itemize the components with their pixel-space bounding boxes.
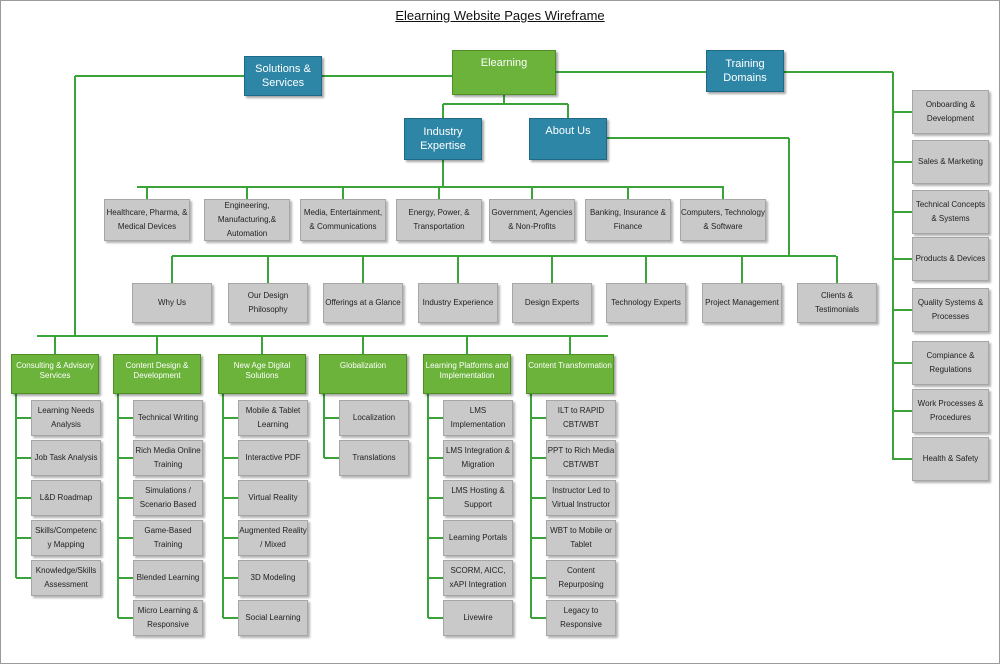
solution-item[interactable]: Legacy to Responsive (546, 600, 616, 636)
about-item[interactable]: Why Us (132, 283, 212, 323)
about-item[interactable]: Clients & Testimonials (797, 283, 877, 323)
solution-section-header[interactable]: Content Design & Development (113, 354, 201, 394)
about-item[interactable]: Design Experts (512, 283, 592, 323)
solution-item[interactable]: LMS Hosting & Support (443, 480, 513, 516)
training-domain-item[interactable]: Compiance & Regulations (912, 341, 989, 385)
solution-item[interactable]: Simulations / Scenario Based (133, 480, 203, 516)
solution-section-header[interactable]: Content Transformation (526, 354, 614, 394)
solution-item[interactable]: Rich Media Online Training (133, 440, 203, 476)
solution-item[interactable]: Social Learning (238, 600, 308, 636)
solution-section-header[interactable]: New Age Digital Solutions (218, 354, 306, 394)
industry-item[interactable]: Government, Agencies & Non-Profits (489, 199, 575, 241)
solution-item[interactable]: SCORM, AICC, xAPI Integration (443, 560, 513, 596)
solution-item[interactable]: L&D Roadmap (31, 480, 101, 516)
training-domain-item[interactable]: Technical Concepts & Systems (912, 190, 989, 234)
solution-item[interactable]: Translations (339, 440, 409, 476)
solution-item[interactable]: Localization (339, 400, 409, 436)
about-item[interactable]: Industry Experience (418, 283, 498, 323)
training-domain-item[interactable]: Quality Systems & Processes (912, 288, 989, 332)
solution-item[interactable]: Game-Based Training (133, 520, 203, 556)
solution-item[interactable]: LMS Integration & Migration (443, 440, 513, 476)
about-item[interactable]: Project Management (702, 283, 782, 323)
node-industry-expertise[interactable]: Industry Expertise (404, 118, 482, 160)
solution-item[interactable]: WBT to Mobile or Tablet (546, 520, 616, 556)
about-item[interactable]: Our Design Philosophy (228, 283, 308, 323)
solution-item[interactable]: Virtual Reality (238, 480, 308, 516)
training-domain-item[interactable]: Sales & Marketing (912, 140, 989, 184)
solution-item[interactable]: 3D Modeling (238, 560, 308, 596)
solution-item[interactable]: PPT to Rich Media CBT/WBT (546, 440, 616, 476)
solution-item[interactable]: Job Task Analysis (31, 440, 101, 476)
industry-item[interactable]: Energy, Power, & Transportation (396, 199, 482, 241)
solution-item[interactable]: Instructor Led to Virtual Instructor (546, 480, 616, 516)
node-solutions-services[interactable]: Solutions & Services (244, 56, 322, 96)
solution-item[interactable]: LMS Implementation (443, 400, 513, 436)
solution-item[interactable]: Learning Portals (443, 520, 513, 556)
industry-item[interactable]: Healthcare, Pharma, & Medical Devices (104, 199, 190, 241)
about-item[interactable]: Technology Experts (606, 283, 686, 323)
solution-item[interactable]: Livewire (443, 600, 513, 636)
solution-section-header[interactable]: Consulting & Advisory Services (11, 354, 99, 394)
solution-item[interactable]: Learning Needs Analysis (31, 400, 101, 436)
training-domain-item[interactable]: Work Processes & Procedures (912, 389, 989, 433)
node-training-domains[interactable]: Training Domains (706, 50, 784, 92)
solution-item[interactable]: Technical Writing (133, 400, 203, 436)
about-item[interactable]: Offerings at a Glance (323, 283, 403, 323)
industry-item[interactable]: Banking, Insurance & Finance (585, 199, 671, 241)
solution-item[interactable]: Augmented Reality / Mixed (238, 520, 308, 556)
training-domain-item[interactable]: Health & Safety (912, 437, 989, 481)
node-elearning[interactable]: Elearning (452, 50, 556, 95)
node-about-us[interactable]: About Us (529, 118, 607, 160)
industry-item[interactable]: Media, Entertainment, & Communications (300, 199, 386, 241)
industry-item[interactable]: Computers, Technology & Software (680, 199, 766, 241)
training-domain-item[interactable]: Products & Devices (912, 237, 989, 281)
solution-item[interactable]: Content Repurposing (546, 560, 616, 596)
training-domain-item[interactable]: Onboarding & Development (912, 90, 989, 134)
solution-item[interactable]: Interactive PDF (238, 440, 308, 476)
solution-section-header[interactable]: Learning Platforms and Implementation (423, 354, 511, 394)
industry-item[interactable]: Engineering, Manufacturing,& Automation (204, 199, 290, 241)
solution-item[interactable]: Skills/Competenc y Mapping (31, 520, 101, 556)
solution-item[interactable]: Knowledge/Skills Assessment (31, 560, 101, 596)
page-title: Elearning Website Pages Wireframe (395, 8, 605, 23)
solution-section-header[interactable]: Globalization (319, 354, 407, 394)
solution-item[interactable]: Blended Learning (133, 560, 203, 596)
solution-item[interactable]: Micro Learning & Responsive (133, 600, 203, 636)
solution-item[interactable]: Mobile & Tablet Learning (238, 400, 308, 436)
solution-item[interactable]: ILT to RAPID CBT/WBT (546, 400, 616, 436)
